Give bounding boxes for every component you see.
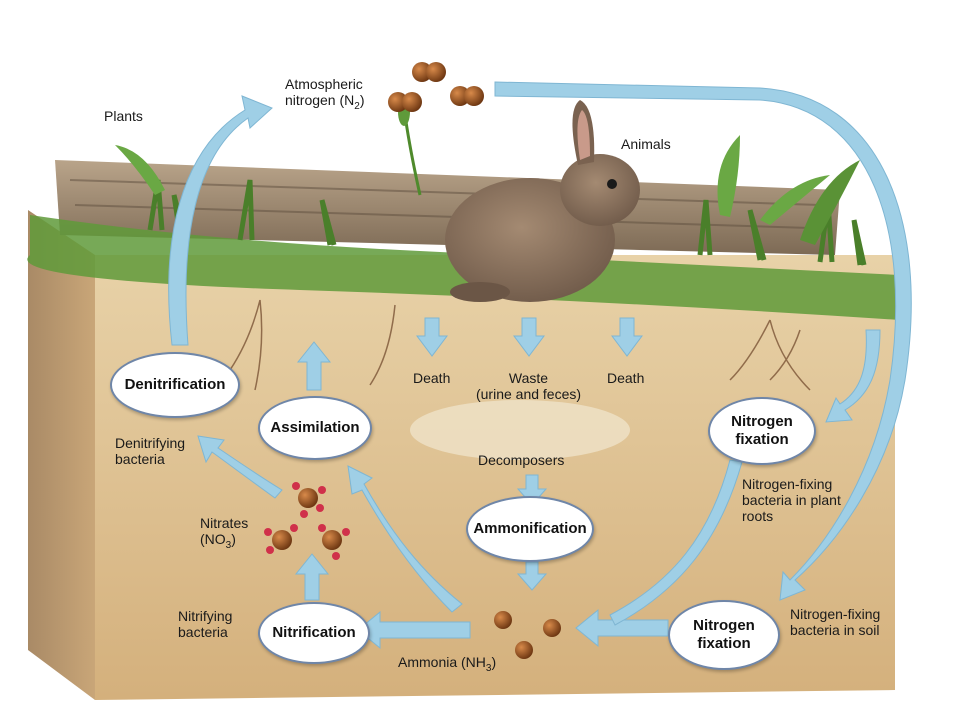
label-waste-detail: (urine and feces) (475, 386, 582, 402)
label-no3-text: (NO (200, 531, 226, 547)
soil-block (28, 210, 895, 700)
label-ammonia-text: Ammonia (NH (398, 654, 486, 670)
process-ammonification: Ammonification (466, 496, 594, 562)
arrow-death-left (416, 317, 448, 357)
roots (229, 299, 811, 391)
label-n2-subscript: 2 (354, 100, 360, 112)
process-nitrogen-fixation-soil: Nitrogen fixation (668, 600, 780, 670)
label-no3: (NO3) (200, 531, 236, 551)
arrow-waste (513, 317, 545, 357)
n2-molecules (388, 62, 484, 112)
arrow-nitrates-to-denitrification (197, 435, 283, 499)
label-waste-title: Waste (508, 370, 549, 386)
arrow-fixation-to-ammonia (575, 608, 669, 648)
label-decomposers: Decomposers (478, 452, 565, 468)
label-nitrifying-bacteria: Nitrifying bacteria (178, 608, 233, 640)
label-nitrogen-n2: nitrogen (N2) (285, 92, 365, 112)
label-death-right: Death (607, 370, 645, 386)
label-nitrogen-fixing-bacteria-soil: Nitrogen-fixing bacteria in soil (790, 606, 881, 638)
arrow-root-fixation-to-ammonia (609, 459, 743, 626)
ammonia-molecules (494, 611, 561, 659)
arrow-ammonification-down (516, 561, 548, 591)
label-atmospheric: Atmospheric (285, 76, 363, 92)
process-denitrification: Denitrification (110, 352, 240, 418)
arrow-death-right (611, 317, 643, 357)
arrow-ammonia-to-nitrification (357, 610, 471, 650)
label-denitrifying-bacteria: Denitrifying bacteria (115, 435, 186, 467)
arrow-nitrification-up (294, 553, 330, 601)
arrow-assimilation-up (296, 341, 332, 391)
label-nh3-subscript: 3 (485, 662, 492, 674)
arrow-to-root-fixation (825, 329, 881, 423)
arrow-ammonia-to-assimilation (347, 465, 463, 613)
process-assimilation: Assimilation (258, 396, 372, 460)
process-nitrification: Nitrification (258, 602, 370, 664)
process-nitrogen-fixation-roots: Nitrogen fixation (708, 397, 816, 465)
label-nitrogen-fixing-bacteria-roots: Nitrogen-fixing bacteria in plant roots (742, 476, 841, 524)
label-no3-subscript: 3 (225, 539, 232, 551)
label-animals: Animals (621, 136, 671, 152)
label-death-left: Death (413, 370, 451, 386)
soil-side-face (28, 210, 95, 700)
rabbit (445, 100, 640, 302)
waste-speckle-area (410, 400, 630, 460)
arrow-denitrification-to-atmosphere (168, 95, 273, 346)
label-nitrates-title: Nitrates (200, 515, 249, 531)
soil-front-face (95, 255, 895, 700)
nitrate-molecules (264, 482, 350, 560)
arrow-atmosphere-to-soil-fixation (494, 81, 912, 601)
label-atmospheric-nitrogen: Atmospheric nitrogen (N2) (285, 76, 365, 115)
label-ammonia: Ammonia (NH3) (398, 654, 497, 674)
cycle-arrows (168, 81, 912, 650)
label-plants: Plants (104, 108, 143, 124)
label-nitrogen-n2-text: nitrogen (N (285, 92, 355, 108)
label-waste: Waste (urine and feces) (466, 370, 591, 402)
label-nitrates: Nitrates (NO3) (200, 515, 248, 554)
